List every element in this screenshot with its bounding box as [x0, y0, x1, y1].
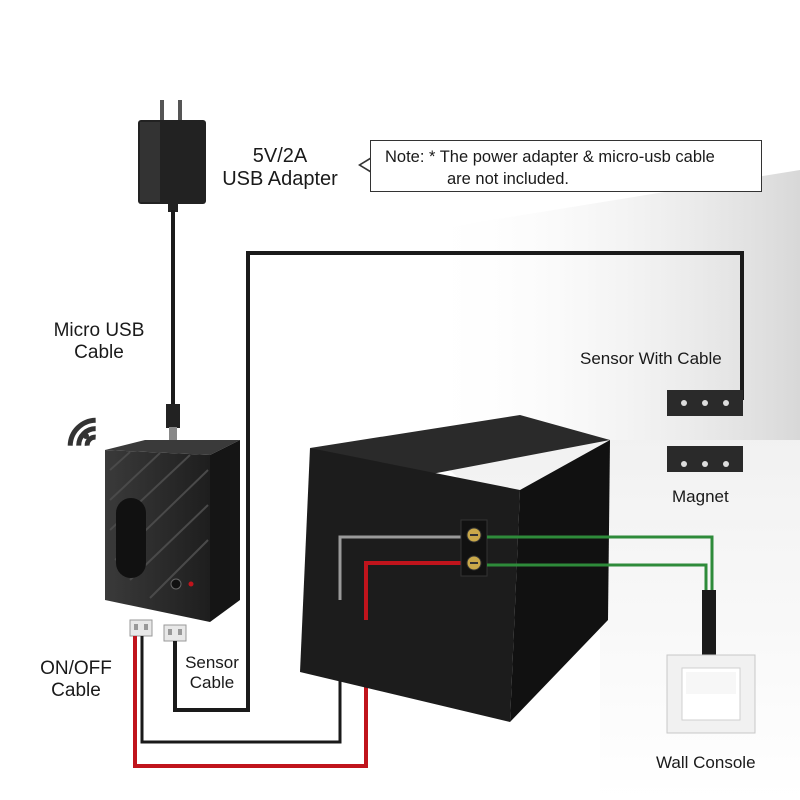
- wall-console-wires: [487, 535, 714, 592]
- sensor-cable-label-line1: Sensor: [185, 653, 239, 672]
- note-pointer-fill: [361, 159, 371, 171]
- magnet-device: [667, 446, 743, 472]
- micro-usb-label-line1: Micro USB: [53, 320, 145, 341]
- sensor-cable-wire: [173, 251, 744, 712]
- note-text-line2: are not included.: [447, 170, 570, 188]
- adapter-label-line1: 5V/2A: [252, 145, 308, 167]
- sensor-cable-label-line2: Cable: [189, 673, 235, 692]
- onoff-label-line2: Cable: [51, 680, 101, 701]
- micro-usb-label-line2: Cable: [74, 342, 124, 363]
- magnet-label: Magnet: [672, 487, 729, 506]
- adapter-label-line2: USB Adapter: [222, 168, 338, 190]
- wall-console-cable: [702, 590, 716, 655]
- controller-device: [105, 440, 240, 642]
- wires-on-opener: [338, 535, 470, 620]
- sensor-with-cable-label: Sensor With Cable: [580, 349, 722, 368]
- onoff-label-line1: ON/OFF: [40, 658, 112, 679]
- terminal-block: [460, 519, 488, 577]
- garage-opener: [300, 415, 610, 722]
- wall-console: [666, 654, 756, 734]
- wifi-icon: [67, 417, 96, 446]
- note-text-line1: Note: * The power adapter & micro-usb ca…: [385, 148, 715, 166]
- note-box: Note: * The power adapter & micro-usb ca…: [370, 140, 762, 192]
- usb-adapter: [138, 100, 206, 212]
- wall-console-label: Wall Console: [656, 753, 756, 772]
- sensor-device: [667, 390, 743, 416]
- micro-usb-cable: [166, 210, 180, 443]
